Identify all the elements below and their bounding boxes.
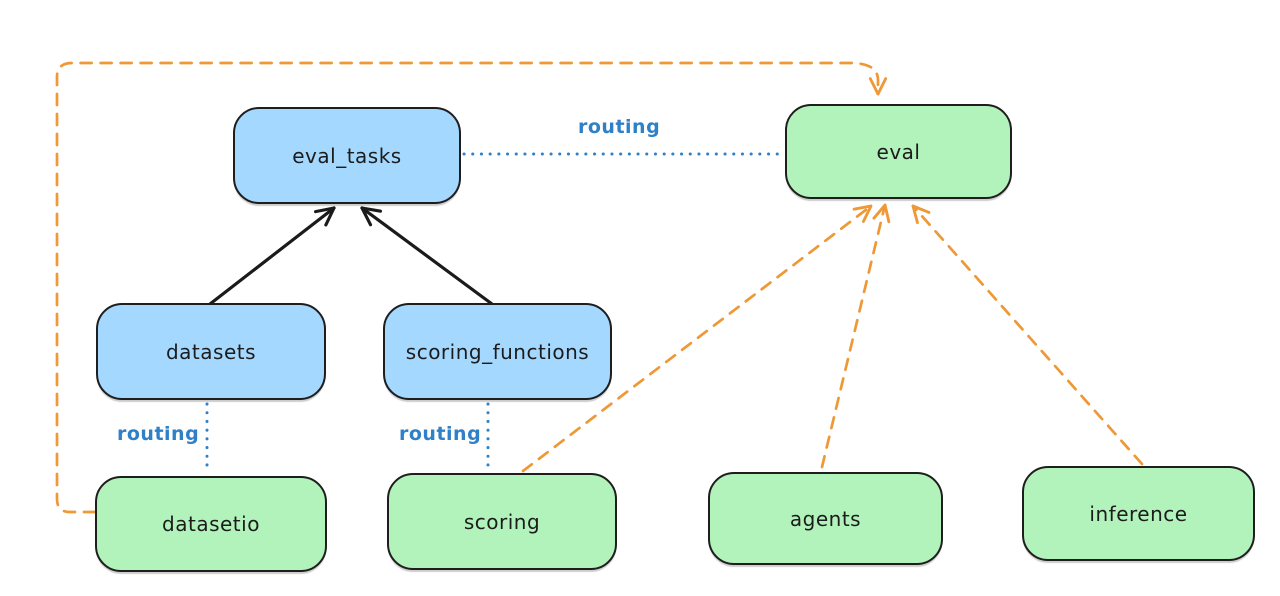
node-agents-label: agents bbox=[789, 506, 862, 531]
edge-scoring-functions-to-eval-tasks bbox=[360, 206, 494, 306]
node-datasets: datasets bbox=[96, 303, 326, 400]
node-agents: agents bbox=[708, 472, 943, 565]
node-scoring-functions-label: scoring_functions bbox=[405, 339, 590, 364]
node-inference: inference bbox=[1022, 466, 1255, 561]
edge-agents-to-eval bbox=[820, 203, 891, 469]
node-datasets-label: datasets bbox=[165, 339, 257, 364]
node-inference-label: inference bbox=[1089, 501, 1188, 526]
node-scoring-functions: scoring_functions bbox=[383, 303, 612, 400]
edge-datasetio-to-eval bbox=[55, 61, 888, 514]
node-datasetio-label: datasetio bbox=[162, 512, 260, 536]
routing-label-scoring-functions-scoring: routing bbox=[399, 423, 482, 445]
edge-scoring-to-eval bbox=[521, 204, 873, 473]
edge-inference-to-eval bbox=[911, 204, 1144, 466]
routing-label-eval-tasks-eval: routing bbox=[578, 116, 661, 138]
routing-label-datasets-datasetio: routing bbox=[117, 423, 200, 445]
node-scoring: scoring bbox=[387, 473, 617, 570]
node-eval: eval bbox=[785, 104, 1012, 199]
edge-datasets-to-eval-tasks bbox=[208, 206, 336, 306]
node-eval-tasks: eval_tasks bbox=[233, 107, 461, 204]
node-eval-label: eval bbox=[876, 139, 921, 164]
node-datasetio: datasetio bbox=[95, 476, 327, 572]
node-scoring-label: scoring bbox=[463, 509, 541, 534]
node-eval-tasks-label: eval_tasks bbox=[292, 143, 402, 168]
